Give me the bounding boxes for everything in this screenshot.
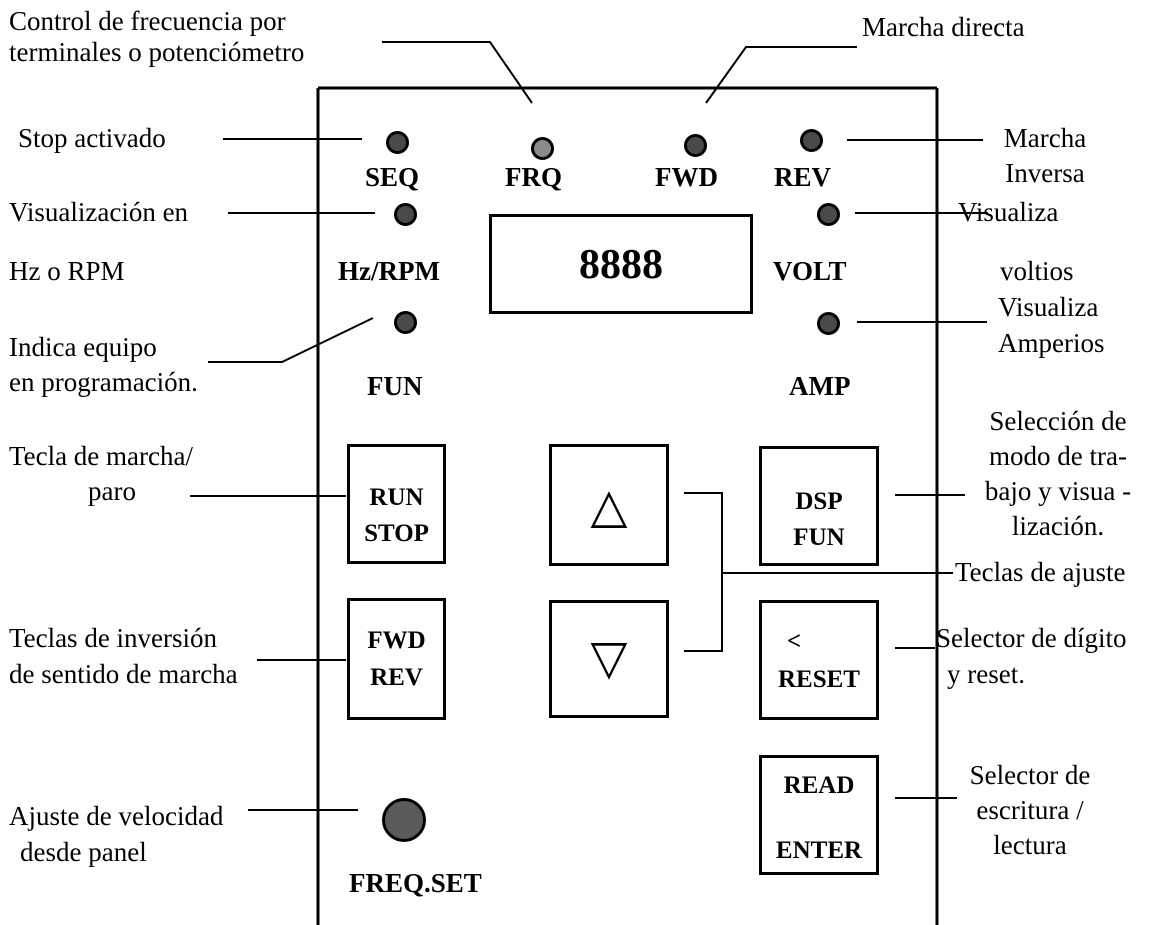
leader-forward-run <box>705 46 857 104</box>
label-amp: AMP <box>789 371 851 401</box>
callout-forward-run: Marcha directa <box>862 12 1025 42</box>
callout-mode-select-4: lización. <box>1011 511 1105 541</box>
label-rev: REV <box>774 162 832 192</box>
leader-freq-control <box>382 41 533 104</box>
read-enter-key-label-1: READ <box>783 772 855 799</box>
led-hz-rpm <box>394 203 417 226</box>
callout-adjust-keys: Teclas de ajuste <box>955 557 1126 587</box>
callout-digit-reset-1: Selector de dígito <box>936 623 1127 653</box>
label-hz-rpm: Hz/RPM <box>338 256 440 286</box>
leader-adjust-up <box>684 492 723 652</box>
callout-amp-display-2: Amperios <box>998 328 1105 358</box>
callout-run-stop-key-1: Tecla de marcha/ <box>9 441 193 471</box>
led-fwd <box>684 134 707 157</box>
callout-stop-active: Stop activado <box>18 123 166 153</box>
led-volt <box>817 203 840 226</box>
callout-programming-2: en programación. <box>9 367 198 397</box>
run-stop-key-label-1: RUN <box>369 484 424 511</box>
fwd-rev-key-label-1: FWD <box>367 627 426 654</box>
dsp-fun-key-label-2: FUN <box>793 524 845 551</box>
led-rev <box>800 129 823 152</box>
callout-hz-display-1: Visualización en <box>9 197 189 227</box>
led-seq <box>386 131 409 154</box>
label-freq-set: FREQ.SET <box>349 868 482 898</box>
label-fwd: FWD <box>655 162 718 192</box>
down-arrow-icon: ▽ <box>590 630 628 686</box>
callout-speed-adjust-2: desde panel <box>20 837 147 867</box>
callout-write-read-3: lectura <box>993 830 1067 860</box>
callout-freq-control-1: Control de frecuencia por <box>9 6 286 36</box>
down-key[interactable]: ▽ <box>549 600 669 718</box>
label-frq: FRQ <box>505 162 562 192</box>
reset-key-label-2: RESET <box>778 666 860 693</box>
callout-programming-1: Indica equipo <box>9 332 157 362</box>
callout-volt-display-1: Visualiza <box>958 197 1059 227</box>
run-stop-key-label-2: STOP <box>364 520 429 547</box>
fwd-rev-key-label-2: REV <box>370 664 423 691</box>
callout-mode-select-2: modo de tra- <box>989 441 1127 471</box>
leader-programming <box>208 317 374 363</box>
callout-write-read-1: Selector de <box>969 760 1091 790</box>
callout-reverse-run-2: Inversa <box>1005 158 1085 188</box>
callout-direction-keys-2: de sentido de marcha <box>9 659 238 689</box>
read-enter-key[interactable]: READ ENTER <box>759 755 879 875</box>
read-enter-key-label-2: ENTER <box>775 837 863 864</box>
callout-amp-display-1: Visualiza <box>998 292 1099 322</box>
callout-mode-select-1: Selección de <box>989 406 1127 436</box>
callout-digit-reset-2: y reset. <box>947 659 1025 689</box>
led-fun <box>394 311 417 334</box>
dsp-fun-key[interactable]: DSP FUN <box>759 446 879 566</box>
led-frq <box>531 137 554 160</box>
callout-write-read-2: escritura / <box>976 795 1084 825</box>
run-stop-key[interactable]: RUN STOP <box>347 444 446 564</box>
callout-reverse-run-1: Marcha <box>1003 123 1087 153</box>
fwd-rev-key[interactable]: FWD REV <box>347 598 446 720</box>
label-volt: VOLT <box>773 256 847 286</box>
callout-volt-display-2: voltios <box>1000 256 1074 286</box>
up-key[interactable]: △ <box>549 444 669 566</box>
reset-key-label-1: < <box>786 628 802 655</box>
label-seq: SEQ <box>365 162 420 192</box>
seven-segment-display: 8888 <box>489 214 753 314</box>
callout-speed-adjust-1: Ajuste de velocidad <box>9 801 224 831</box>
callout-freq-control-2: terminales o potenciómetro <box>9 37 305 67</box>
freq-set-knob[interactable] <box>382 798 426 842</box>
reset-key[interactable]: < RESET <box>759 600 879 720</box>
callout-direction-keys-1: Teclas de inversión <box>9 623 218 653</box>
led-amp <box>817 312 840 335</box>
display-value: 8888 <box>579 242 663 288</box>
callout-mode-select-3: bajo y visua - <box>984 476 1132 506</box>
up-arrow-icon: △ <box>590 478 628 534</box>
callout-run-stop-key-2: paro <box>88 476 136 506</box>
dsp-fun-key-label-1: DSP <box>795 488 843 515</box>
label-fun: FUN <box>367 371 423 401</box>
callout-hz-display-2: Hz o RPM <box>9 256 125 286</box>
